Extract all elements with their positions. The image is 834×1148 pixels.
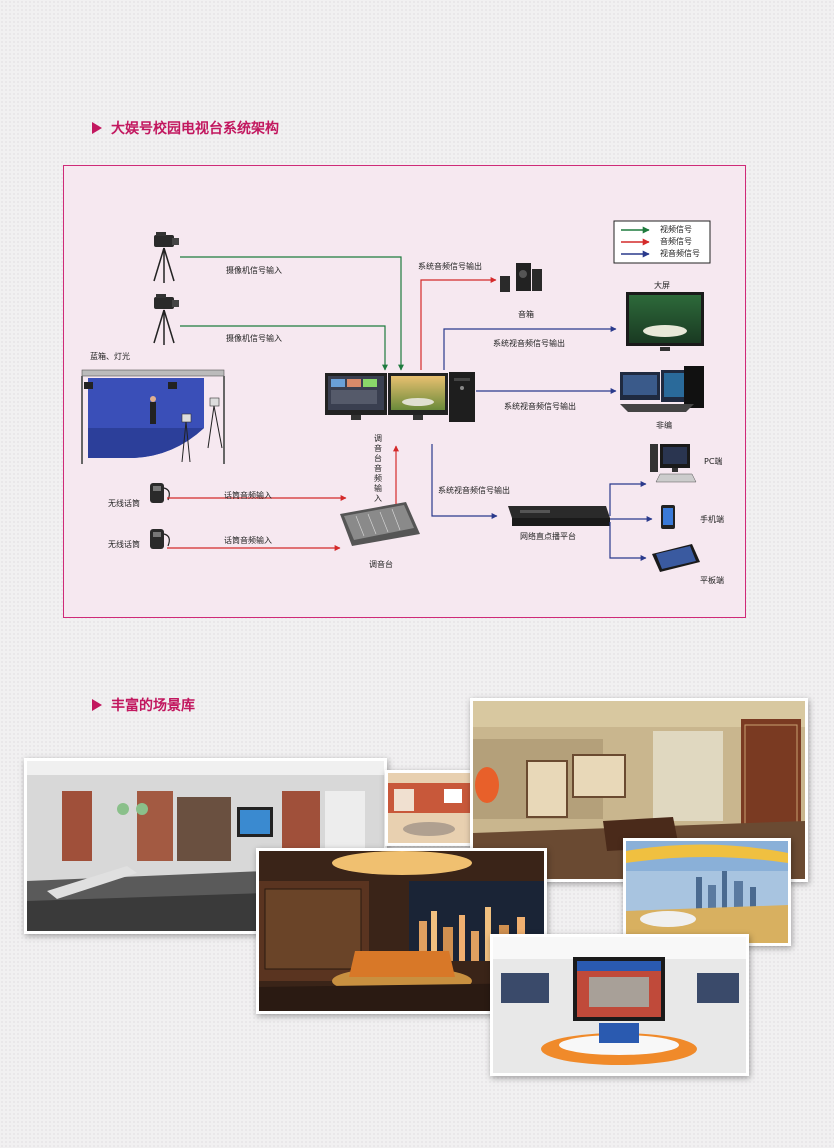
architecture-title-text: 大娱号校园电视台系统架构 (111, 121, 279, 137)
camera-input-1-label: 摄像机信号输入 (226, 266, 282, 275)
mic-audio-2-label: 话筒音频输入 (224, 536, 272, 545)
architecture-section-title: 大娱号校园电视台系统架构 (92, 118, 279, 138)
blue-box-light-label: 蓝箱、灯光 (90, 352, 130, 361)
system-av-out-1-label: 系统视音频信号输出 (493, 339, 565, 348)
scene-photo-orange-studio (385, 770, 473, 846)
edge-camera1-to-workstation (180, 256, 404, 371)
system-av-out-3-label: 系统视音频信号输出 (438, 486, 510, 495)
scene-photo-school-studio (490, 934, 749, 1076)
pc-icon (650, 444, 697, 483)
mixer-icon (340, 502, 420, 546)
speaker-icon (500, 263, 542, 292)
workstation-icon (325, 372, 475, 422)
edge-camera2-to-workstation (180, 325, 388, 371)
wireless-mic-2-icon (150, 529, 170, 549)
scene-photo-skyline-studio (623, 838, 791, 946)
streaming-label: 网络直点播平台 (520, 532, 576, 541)
system-av-out-2-label: 系统视音频信号输出 (504, 402, 576, 411)
system-audio-out-label: 系统音频信号输出 (418, 262, 482, 271)
streaming-device-icon (508, 506, 610, 526)
camera-2-icon (153, 294, 179, 345)
mixer-label: 调音台 (369, 560, 393, 569)
triangle-bullet-icon (92, 699, 102, 711)
scenes-title-text: 丰富的场景库 (111, 698, 195, 714)
scene-photo-newsroom-skyline (256, 848, 547, 1014)
edge-streaming-to-pc (609, 481, 647, 516)
camera-1-icon (153, 232, 179, 283)
big-screen-icon (626, 292, 704, 351)
legend-video-label: 视频信号 (660, 225, 692, 234)
wireless-mic-1-icon (150, 483, 170, 503)
legend-audio-label: 音频信号 (660, 237, 692, 246)
scenes-section-title: 丰富的场景库 (92, 695, 195, 715)
edge-streaming-to-tablet (609, 522, 647, 561)
legend (613, 220, 711, 264)
wireless-mic-2-label: 无线话筒 (108, 540, 140, 549)
pc-label: PC端 (704, 457, 723, 466)
edge-workstation-to-speaker (420, 277, 497, 370)
legend-av-label: 视音频信号 (660, 249, 700, 258)
big-screen-label: 大屏 (654, 281, 670, 290)
editing-label: 非编 (656, 421, 672, 430)
tablet-icon (652, 544, 700, 572)
wireless-mic-1-label: 无线话筒 (108, 499, 140, 508)
triangle-bullet-icon (92, 122, 102, 134)
phone-label: 手机端 (700, 515, 724, 524)
architecture-diagram: 视频信号 音频信号 视音频信号 蓝箱、灯光 无线话筒 无线话筒 调音台 音箱 大… (63, 165, 746, 618)
edge-workstation-to-bigscreen (443, 326, 617, 370)
tablet-label: 平板端 (700, 576, 724, 585)
editing-station-icon (620, 366, 704, 412)
mixer-audio-input-label: 调音台音频输入 (374, 434, 382, 503)
blue-box-studio-icon (81, 369, 225, 464)
speaker-label: 音箱 (518, 310, 534, 319)
edge-workstation-to-streaming (431, 444, 498, 519)
camera-input-2-label: 摄像机信号输入 (226, 334, 282, 343)
mic-audio-1-label: 话筒音频输入 (224, 491, 272, 500)
phone-icon (661, 505, 675, 529)
